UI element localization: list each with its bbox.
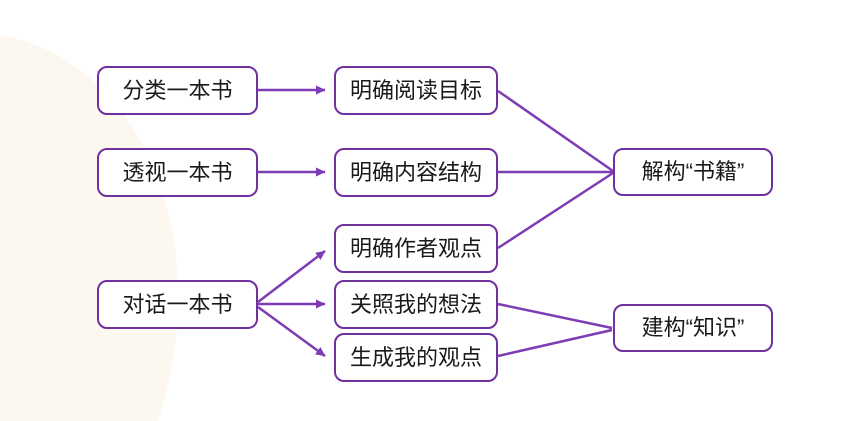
node-clarify-content-structure: 明确内容结构 bbox=[334, 148, 498, 197]
node-clarify-author-viewpoint: 明确作者观点 bbox=[334, 224, 498, 273]
node-attend-my-thoughts: 关照我的想法 bbox=[334, 280, 498, 329]
node-clarify-reading-goal: 明确阅读目标 bbox=[334, 66, 498, 115]
node-dialogue-a-book: 对话一本书 bbox=[97, 280, 258, 329]
connector-author-viewpoint-to-deconstruct bbox=[497, 171, 614, 250]
node-deconstruct-books: 解构“书籍” bbox=[613, 148, 773, 196]
connector-dialogue-to-my-viewpoint bbox=[257, 305, 326, 358]
node-construct-knowledge: 建构“知识” bbox=[613, 304, 773, 352]
connector-my-thoughts-to-construct bbox=[497, 302, 613, 330]
node-xray-a-book: 透视一本书 bbox=[97, 148, 258, 197]
connector-dialogue-to-author-viewpoint bbox=[257, 250, 326, 303]
node-generate-my-viewpoint: 生成我的观点 bbox=[334, 333, 498, 382]
node-classify-a-book: 分类一本书 bbox=[97, 66, 258, 115]
connector-reading-goal-to-deconstruct bbox=[497, 89, 614, 173]
connector-my-viewpoint-to-construct bbox=[497, 328, 613, 358]
